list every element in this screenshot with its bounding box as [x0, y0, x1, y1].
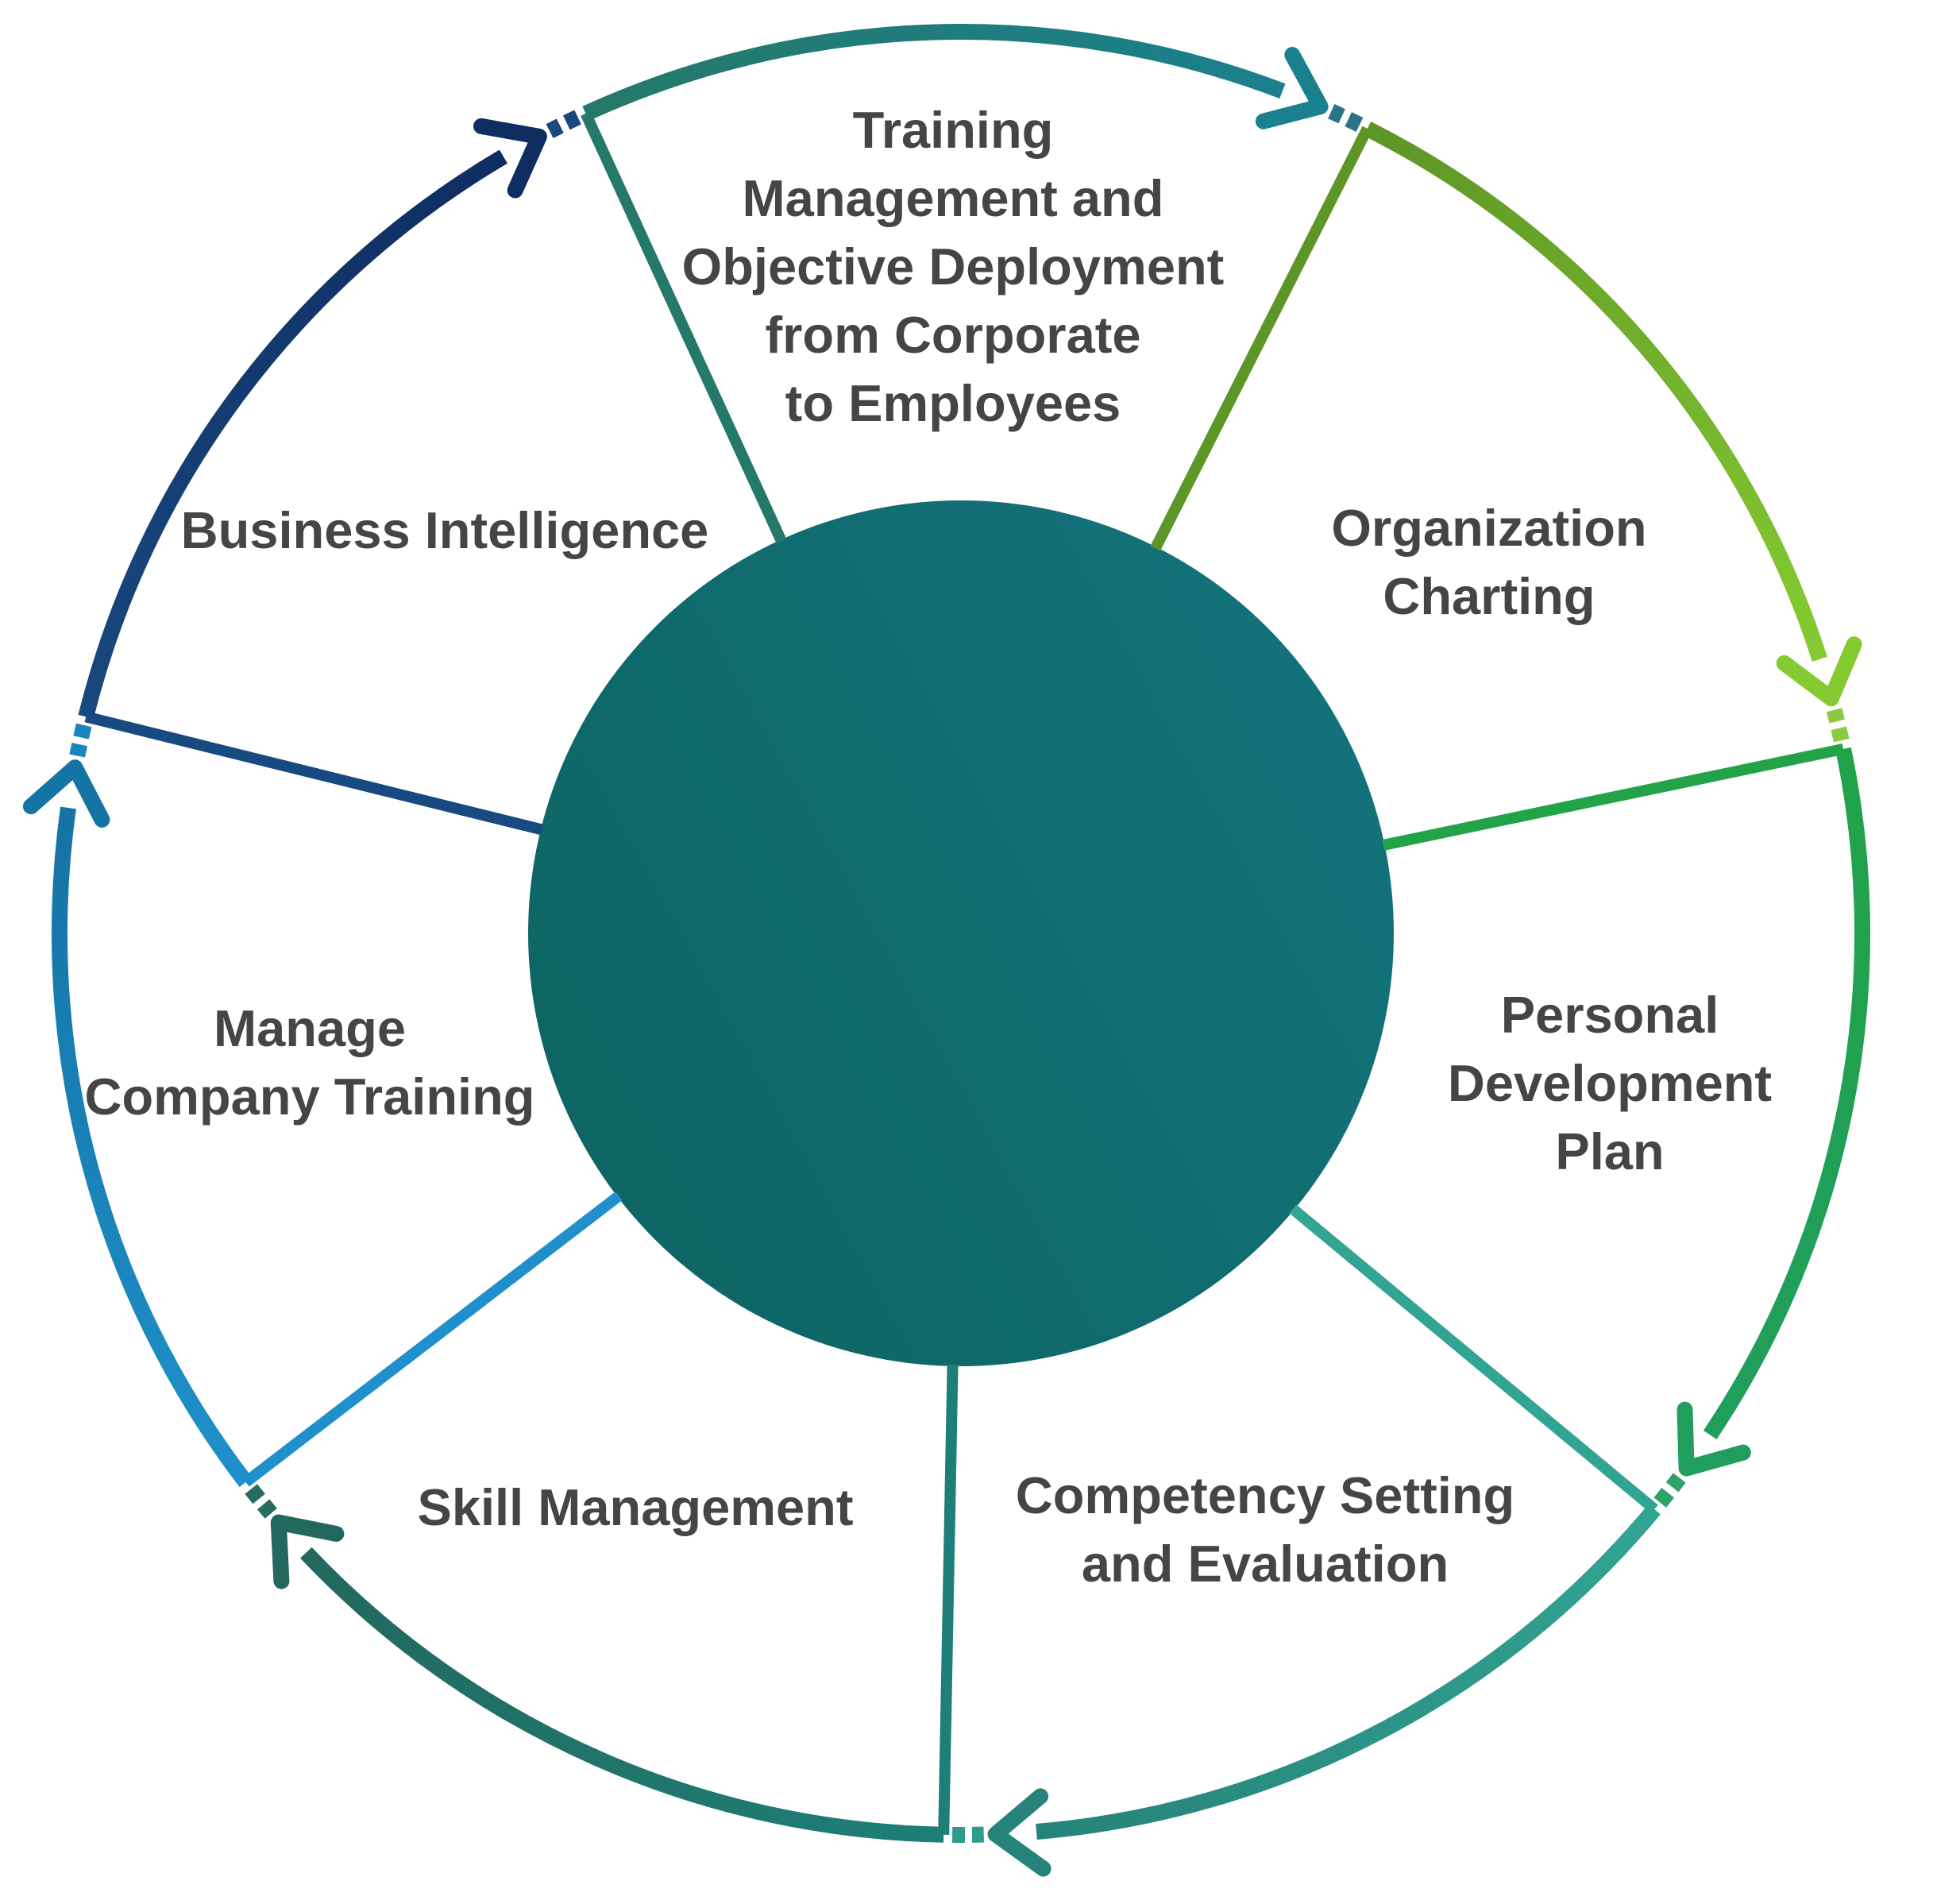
arrowhead-icon	[270, 1514, 345, 1589]
arrowhead-icon	[1255, 47, 1329, 129]
dash-gap	[69, 743, 87, 758]
dash-gap	[546, 118, 564, 138]
dash-gap	[562, 110, 581, 130]
hub-circle	[528, 500, 1394, 1366]
segment-arc	[300, 1547, 944, 1843]
segment-arc	[1036, 1504, 1661, 1840]
spoke-line	[581, 111, 787, 544]
segment-arc	[78, 149, 507, 719]
segment-business-intelligence: Business Intelligence	[78, 110, 709, 836]
dash-gap	[1831, 726, 1850, 743]
segment-skill-management: Skill Management	[245, 1364, 959, 1843]
label-skill-management: Skill Management	[417, 1478, 853, 1536]
dash-gap	[1345, 112, 1364, 132]
spoke-line	[938, 1364, 959, 1835]
dash-gap	[257, 1499, 277, 1519]
dash-gap	[1665, 1473, 1686, 1493]
arrowhead-icon	[22, 759, 110, 828]
segment-arc	[1364, 121, 1827, 662]
label-business-intelligence: Business Intelligence	[181, 501, 709, 559]
segment-arc	[582, 24, 1286, 122]
dash-gap	[245, 1484, 265, 1504]
dash-gap	[1653, 1488, 1674, 1508]
spoke-line	[1289, 1204, 1658, 1514]
arrowhead-icon	[1776, 636, 1862, 707]
spoke-line	[1382, 743, 1845, 851]
spoke-line	[1150, 126, 1372, 551]
arrowhead-icon	[987, 1788, 1051, 1877]
segment-arc	[51, 806, 253, 1487]
arrowhead-icon	[473, 118, 547, 199]
spoke-line	[84, 711, 544, 836]
arrowhead-icon	[1677, 1401, 1751, 1477]
dash-gap	[1826, 708, 1845, 724]
segment-arc	[1703, 747, 1870, 1439]
spoke-line	[242, 1191, 623, 1487]
dash-gap	[1328, 104, 1345, 124]
dash-gap	[73, 723, 92, 740]
